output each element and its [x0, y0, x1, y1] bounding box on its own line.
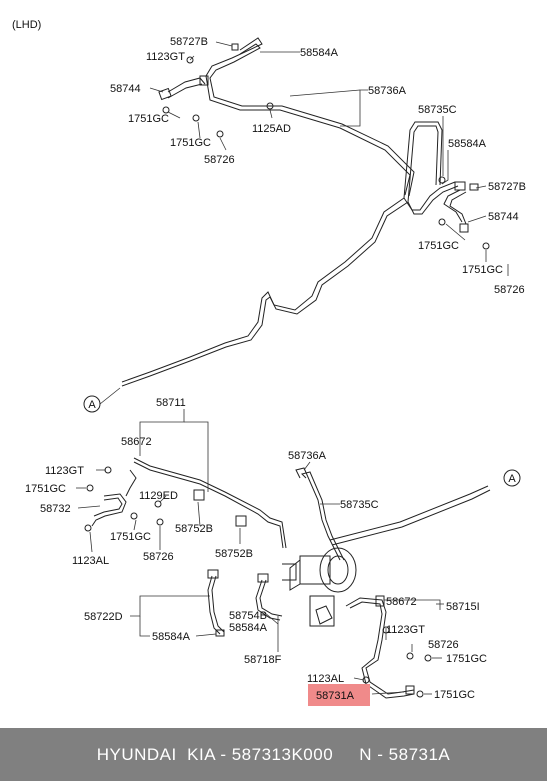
label-58736A-top: 58736A — [368, 85, 407, 97]
clip-58584A-right — [438, 176, 446, 184]
label-58726-top: 58726 — [204, 154, 235, 166]
bolt-1123GT-top — [186, 56, 194, 64]
label-1751GC-right-bottom-b: 1751GC — [434, 689, 475, 701]
highlight-box-58731A — [308, 684, 370, 706]
bracket-58752B-a — [193, 489, 205, 501]
label-58726-bottom: 58726 — [143, 551, 174, 563]
label-1751GC-right-a: 1751GC — [418, 240, 459, 252]
label-58736A-bottom: 58736A — [288, 450, 327, 462]
label-58744-top: 58744 — [110, 83, 141, 95]
label-58726-right-bottom: 58726 — [428, 639, 459, 651]
label-58726-right: 58726 — [494, 284, 525, 296]
bolt-58726-br — [406, 652, 414, 660]
washer-1751GC-top-b — [192, 114, 200, 122]
washer-1751GC-bl-b — [130, 512, 138, 520]
washer-1751GC-right-a — [438, 218, 446, 226]
washer-1751GC-right-b — [482, 242, 490, 250]
brake-tube-lower-left — [207, 569, 283, 637]
label-58584A-bottom-a: 58584A — [229, 622, 268, 634]
label-58752B-a: 58752B — [175, 523, 213, 535]
bolt-58726-top — [216, 130, 224, 138]
label-1123AL-bottom: 1123AL — [72, 555, 109, 567]
bracket-58752B-b — [235, 515, 247, 527]
brake-tube-bottom-left — [91, 457, 287, 549]
label-1751GC-top-a: 1751GC — [128, 113, 169, 125]
label-1123GT-top: 1123GT — [146, 51, 185, 63]
label-58711: 58711 — [156, 397, 186, 409]
label-1123AL-right: 1123AL — [307, 673, 344, 685]
label-58672: 58672 — [121, 436, 152, 448]
washer-1751GC-bl — [86, 484, 94, 492]
label-58727B-top: 58727B — [170, 36, 208, 48]
label-58735C-right: 58735C — [418, 104, 457, 116]
label-58754B: 58754B — [229, 610, 267, 622]
master-cylinder — [282, 547, 357, 627]
label-58718F: 58718F — [244, 654, 282, 666]
leader-lines — [76, 41, 509, 695]
label-58584A-right: 58584A — [448, 138, 487, 150]
brake-tube-upper-left — [205, 37, 415, 197]
label-58672-right: 58672 — [386, 596, 417, 608]
label-1129ED: 1129ED — [139, 490, 178, 502]
flex-hose-upper-left — [158, 75, 209, 101]
bolt-1129ED — [154, 500, 162, 508]
label-58715I: 58715I — [446, 601, 480, 613]
brake-tube-main — [121, 121, 459, 387]
label-58584A-bottom-b: 58584A — [152, 631, 191, 643]
label-1751GC-bottom: 1751GC — [25, 483, 66, 495]
label-1125AD: 1125AD — [252, 123, 291, 135]
label-58727B-right: 58727B — [488, 181, 526, 193]
label-58732: 58732 — [40, 503, 71, 515]
label-58752B-b: 58752B — [215, 548, 253, 560]
washer-1751GC-br-b — [416, 690, 424, 698]
label-58584A-top: 58584A — [300, 47, 339, 59]
label-58735C-bottom: 58735C — [340, 499, 379, 511]
marker-a-left: A — [83, 395, 101, 413]
label-1751GC-bottom-b: 1751GC — [110, 531, 151, 543]
washer-1751GC-br-a — [424, 654, 432, 662]
flex-hose-right — [443, 181, 469, 233]
label-58744-right: 58744 — [488, 211, 519, 223]
label-1751GC-top-b: 1751GC — [170, 137, 211, 149]
label-58731A: 58731A — [316, 690, 355, 702]
drive-label: (LHD) — [12, 19, 41, 31]
brake-tube-right-run — [295, 467, 491, 561]
marker-a-right-label: A — [508, 473, 516, 485]
clip-58727B-right — [469, 183, 479, 191]
clip-58727B-top — [231, 43, 239, 51]
bolt-1123AL-bl — [84, 524, 92, 532]
label-1751GC-right-b: 1751GC — [462, 264, 503, 276]
brake-line-diagram: A A (LHD) 58727B 1123GT 58584A 58744 587… — [12, 19, 526, 706]
label-1123GT-right: 1123GT — [386, 624, 425, 636]
sensor-wire-58731A — [345, 595, 415, 699]
bolt-58726-bl — [156, 518, 164, 526]
marker-a-right: A — [503, 469, 521, 487]
footer-part-number: HYUNDAI KIA - 587313K000 N - 58731A — [96, 744, 451, 764]
washer-1751GC-top-a — [162, 106, 170, 114]
label-1123GT-bottom: 1123GT — [45, 465, 84, 477]
label-1751GC-right-bottom-a: 1751GC — [446, 653, 487, 665]
marker-a-left-label: A — [88, 399, 96, 411]
label-58722D: 58722D — [84, 611, 123, 623]
footer-bar: HYUNDAI KIA - 587313K000 N - 58731A — [0, 728, 547, 781]
bolt-1125AD — [266, 102, 274, 110]
